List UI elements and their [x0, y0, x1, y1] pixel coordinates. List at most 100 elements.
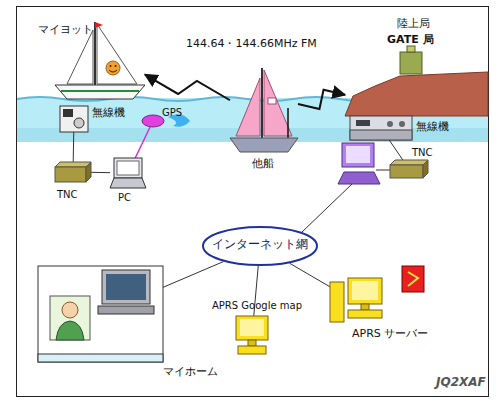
home-pc-monitor — [102, 270, 150, 304]
server-outline — [330, 278, 382, 326]
server-node: APRS サーバー — [330, 278, 382, 326]
node-label: 無線機 — [416, 121, 449, 134]
node-label: TNC — [412, 147, 433, 159]
station-antenna-base — [407, 46, 415, 52]
network-ellipse — [203, 227, 317, 265]
person-head — [62, 302, 78, 318]
yacht-hull — [55, 85, 145, 99]
radioBig-outline — [350, 116, 412, 140]
house-outline — [38, 266, 163, 362]
laptop-base — [110, 178, 146, 188]
smiley-face — [106, 61, 120, 75]
ellipse-node: インターネット網 — [202, 226, 318, 266]
boat-outline — [230, 68, 298, 153]
gps-outline — [142, 115, 164, 127]
cable-line — [91, 172, 110, 173]
land-pc-screen — [346, 146, 370, 163]
pc-monitor — [236, 316, 268, 340]
tnc-pc-wire — [376, 170, 390, 171]
tnc-side — [86, 162, 91, 182]
node-label: GATE 局 — [387, 34, 434, 47]
tnc-node: TNC — [390, 160, 428, 178]
radio-display — [63, 109, 73, 117]
server-tower — [330, 282, 344, 322]
station-building — [400, 52, 422, 74]
node-label: APRS Google map — [212, 300, 302, 312]
person-body — [56, 321, 84, 340]
node-label: マイホーム — [163, 366, 218, 379]
pc-screen — [240, 319, 264, 336]
smiley-eye — [110, 65, 112, 67]
node-label: 陸上局 — [397, 18, 430, 31]
server-red-box — [402, 266, 424, 292]
tnc-top — [55, 162, 91, 167]
boat-hull — [230, 138, 298, 152]
tnc-side — [423, 160, 428, 178]
laptop-outline — [110, 158, 146, 188]
node-label: インターネット網 — [202, 238, 318, 252]
radio-display — [356, 120, 370, 126]
radio-panel — [350, 130, 412, 140]
radioSmall-node: 無線機 — [60, 106, 88, 132]
house-box — [38, 266, 163, 362]
cable-line — [389, 140, 403, 160]
smiley-mouth — [109, 70, 117, 72]
node-label: GPS — [162, 107, 182, 119]
cable-line — [163, 262, 224, 288]
frame-border — [17, 7, 489, 397]
mast-flag — [95, 22, 103, 28]
radioBig-node: 無線機 — [350, 116, 412, 140]
server-monitor — [348, 278, 382, 304]
boat-node: 他船 — [230, 68, 298, 153]
land-pc-monitor — [342, 143, 374, 167]
sail-window — [268, 98, 276, 104]
tnc-outline — [390, 160, 428, 178]
pcYellow-outline — [232, 316, 272, 356]
cable-line — [290, 263, 330, 287]
server-screen — [352, 281, 378, 300]
radio-link-bolt — [145, 75, 230, 101]
land-pc-keyboard — [338, 172, 380, 184]
node-label: PC — [118, 192, 131, 204]
mast — [261, 68, 263, 140]
laptop-screen — [117, 161, 139, 175]
radioSmall-outline — [60, 106, 88, 132]
smiley-eye — [115, 65, 117, 67]
tnc-front — [55, 167, 86, 182]
server-red-box-symbol — [408, 272, 418, 286]
watermark: JQ2XAF — [436, 376, 486, 390]
jib-sail — [236, 78, 260, 136]
tnc-outline — [55, 162, 91, 182]
tnc-front — [390, 165, 423, 178]
cable-line — [135, 127, 150, 158]
mast — [94, 22, 96, 88]
tnc-top — [390, 160, 428, 165]
node-label: マイヨット — [38, 24, 93, 37]
station-outline — [345, 46, 488, 116]
boat-antenna — [287, 108, 289, 138]
jib-sail — [67, 30, 93, 84]
server-stand — [361, 304, 369, 310]
hull-stripe — [61, 90, 139, 92]
house-node: マイホーム — [38, 266, 163, 362]
node-label: APRS サーバー — [352, 328, 428, 341]
land-mass — [345, 72, 488, 116]
home-pc-screen — [106, 274, 146, 300]
radio-link-bolt — [298, 90, 345, 109]
radio-body — [350, 116, 412, 140]
server-keyboard — [348, 310, 382, 318]
gps-unit — [142, 115, 164, 127]
radio-knob — [399, 121, 405, 127]
house-floor — [38, 354, 163, 362]
yacht-node: マイヨット — [55, 22, 145, 100]
person-picture — [50, 296, 90, 340]
pcYellow-node: APRS Google map — [232, 316, 272, 356]
pc-internet-wire — [302, 184, 352, 232]
pc-keyboard — [238, 346, 266, 354]
node-label: 他船 — [252, 158, 274, 171]
station-node: 陸上局GATE 局 — [345, 46, 488, 116]
cable-line — [73, 132, 75, 162]
radio-body — [60, 106, 88, 132]
node-label: TNC — [57, 189, 78, 201]
